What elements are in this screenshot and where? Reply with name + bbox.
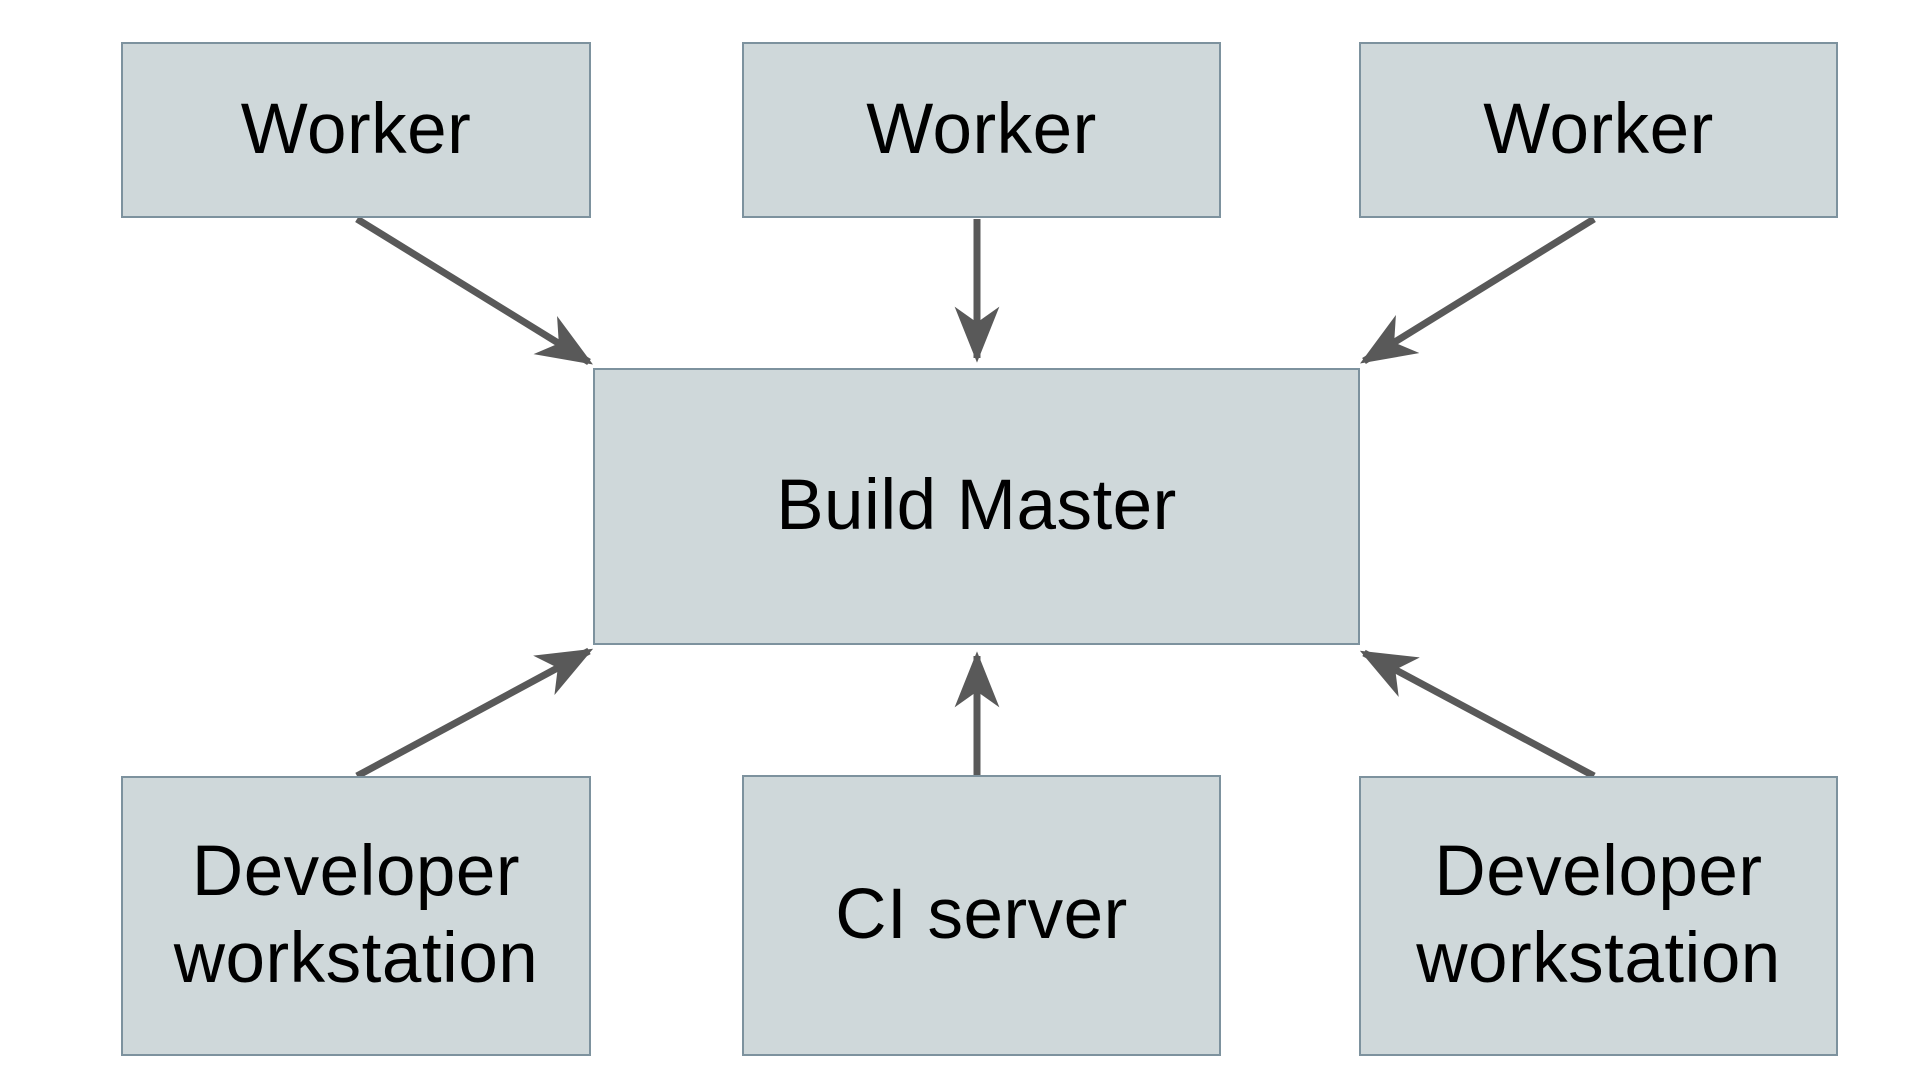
node-label: Build Master bbox=[776, 466, 1177, 546]
node-label: Developer workstation bbox=[1416, 832, 1781, 998]
node-label: Worker bbox=[240, 89, 472, 169]
node-worker-top-left: Worker bbox=[121, 42, 591, 218]
node-worker-top-right: Worker bbox=[1359, 42, 1838, 218]
node-ci-server: CI server bbox=[742, 775, 1221, 1056]
node-label: Worker bbox=[866, 89, 1097, 169]
node-dev-workstation-right: Developer workstation bbox=[1359, 776, 1838, 1056]
node-label: Worker bbox=[1483, 89, 1714, 169]
node-dev-workstation-left: Developer workstation bbox=[121, 776, 591, 1056]
arrow-dev-workstation-left-to-build-master bbox=[355, 647, 594, 780]
node-label: Developer workstation bbox=[173, 832, 539, 998]
node-worker-top-center: Worker bbox=[742, 42, 1221, 218]
arrow-dev-workstation-right-to-build-master bbox=[1359, 649, 1596, 780]
arrow-worker-top-right-to-build-master bbox=[1360, 216, 1596, 364]
arrow-worker-top-left-to-build-master bbox=[355, 216, 593, 365]
node-build-master: Build Master bbox=[593, 368, 1360, 645]
node-label: CI server bbox=[835, 875, 1128, 955]
